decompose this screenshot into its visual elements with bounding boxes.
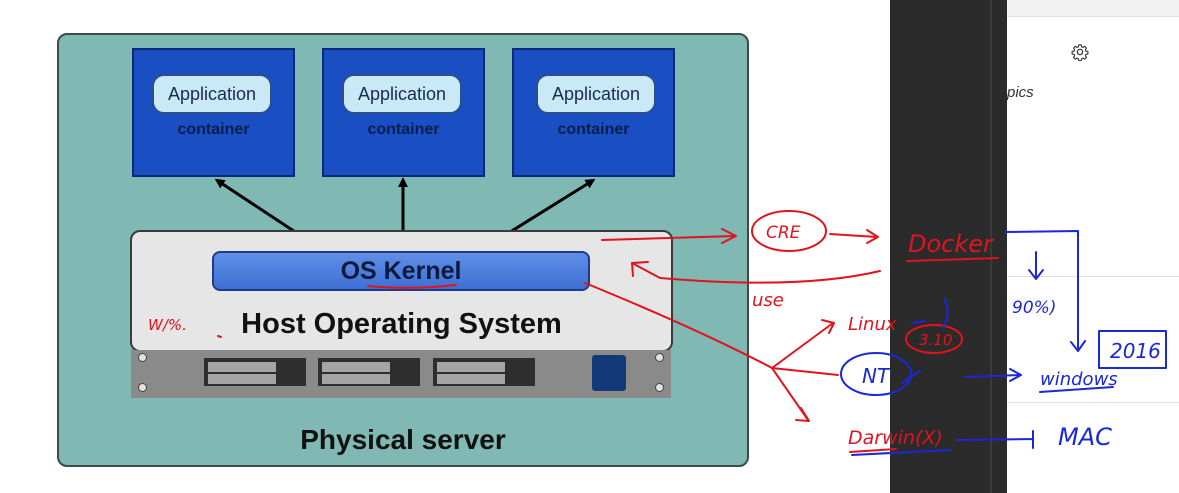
windows-label: windows <box>1040 369 1118 390</box>
year-label: 2016 <box>1110 339 1161 363</box>
os-kernel-label: OS Kernel <box>340 256 462 285</box>
docker-down-arrow <box>1028 251 1044 280</box>
container-label-2: container <box>367 121 440 138</box>
rack-screw <box>655 383 664 392</box>
side-panel-divider <box>1007 402 1179 403</box>
percent-label: 90%) <box>1012 298 1056 318</box>
branch-nt <box>771 367 839 376</box>
side-panel-topbar <box>1007 0 1179 17</box>
physical-server-label: Physical server <box>300 424 506 455</box>
linux-bracket <box>911 297 949 328</box>
use-label: use <box>752 290 784 311</box>
strip-divider <box>990 0 992 493</box>
rack-screw <box>138 383 147 392</box>
margin-tick <box>217 335 222 338</box>
year-box <box>1098 330 1167 369</box>
server-rack-front <box>131 350 671 398</box>
darwin-to-mac <box>956 430 1034 449</box>
topics-text: pics <box>1007 84 1034 101</box>
application-label-1: Application <box>152 74 272 114</box>
dark-sidebar-strip <box>890 0 1007 493</box>
kernel-to-branch <box>584 282 773 369</box>
docker-underline <box>906 257 999 262</box>
app-container-2: Application container <box>322 48 485 177</box>
power-unit <box>592 355 626 391</box>
rack-screw <box>655 353 664 362</box>
drive-bay-2 <box>318 358 420 386</box>
drive-bay-3 <box>433 358 535 386</box>
cre-circle <box>751 210 827 252</box>
margin-note: W/%. <box>148 316 187 334</box>
side-panel-divider <box>1007 276 1179 277</box>
side-panel <box>1007 0 1179 493</box>
branch-darwin <box>771 367 810 422</box>
kernel-underline <box>367 284 457 289</box>
arrow-cre-docker <box>829 229 879 244</box>
darwin-underline-blue <box>851 449 951 456</box>
container-label-1: container <box>177 121 250 138</box>
mac-label: MAC <box>1058 423 1112 451</box>
darwin-label: Darwin(X) <box>848 427 943 449</box>
app-container-3: Application container <box>512 48 675 177</box>
cre-label: CRE <box>766 223 801 243</box>
host-os-box <box>130 230 673 352</box>
container-label-3: container <box>557 121 630 138</box>
nt-to-windows <box>964 368 1022 382</box>
docker-label: Docker <box>908 230 995 258</box>
branch-linux <box>771 319 835 369</box>
docker-connector <box>1004 230 1086 352</box>
nt-circle <box>840 352 912 396</box>
app-container-1: Application container <box>132 48 295 177</box>
docker-back-arrow <box>631 261 881 284</box>
version-circle <box>905 324 963 354</box>
os-kernel-box: OS Kernel <box>212 251 590 291</box>
nt-tail <box>901 370 921 384</box>
linux-version-label: 3.10 <box>919 331 952 349</box>
host-os-label: Host Operating System <box>241 308 562 340</box>
linux-label: Linux <box>848 314 897 335</box>
darwin-underline <box>849 448 897 453</box>
application-label-3: Application <box>536 74 656 114</box>
gear-icon[interactable] <box>1071 43 1089 61</box>
application-label-2: Application <box>342 74 462 114</box>
windows-underline <box>1039 386 1114 393</box>
rack-screw <box>138 353 147 362</box>
arrow-to-cre <box>601 228 737 244</box>
drive-bay-1 <box>204 358 306 386</box>
nt-label: NT <box>862 364 891 388</box>
